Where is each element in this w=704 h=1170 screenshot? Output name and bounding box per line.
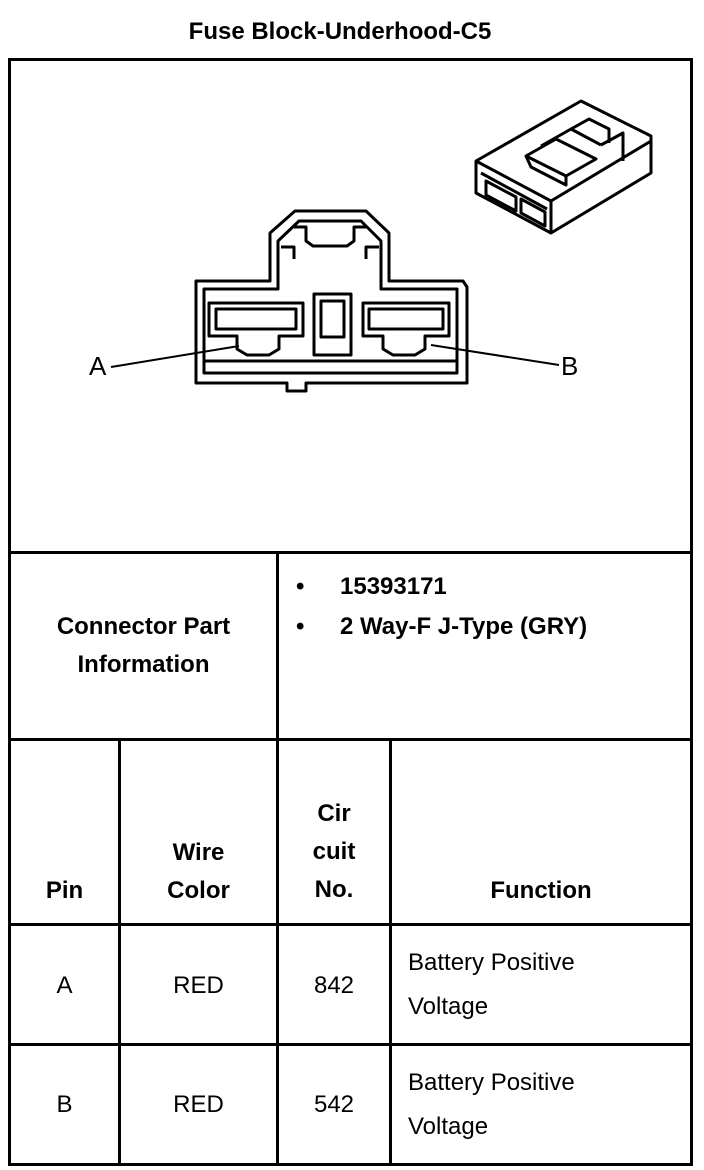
header-circuit: Cir cuit No. [279, 795, 389, 909]
row-a-wire-color: RED [173, 972, 224, 999]
pin-label-b: B [561, 351, 578, 381]
header-pin: Pin [45, 877, 84, 904]
header-circuit-line2: cuit [312, 838, 356, 865]
header-circuit-line1: Cir [317, 800, 351, 827]
bullet-icon: • [296, 573, 305, 600]
column-divider-1 [118, 738, 121, 1163]
table-frame [8, 58, 693, 1166]
connector-3d-view [474, 99, 653, 235]
header-wire-color-line2: Color [167, 877, 230, 904]
column-divider-3 [389, 738, 392, 1163]
row-b-function-line1: Battery Positive [408, 1069, 575, 1096]
connector-info-label-line1: Connector Part [56, 613, 231, 640]
page-title: Fuse Block-Underhood-C5 [188, 18, 492, 45]
row-b-wire-color: RED [173, 1091, 224, 1118]
divider-header [8, 923, 693, 926]
row-b-function-line2: Voltage [408, 1113, 489, 1140]
row-b-pin: B [56, 1091, 73, 1118]
cavity-b [361, 301, 451, 357]
row-a-function-line1: Battery Positive [408, 949, 575, 976]
connector-face-outline [194, 209, 469, 393]
connector-diagram: A B [89, 99, 653, 393]
row-b-circuit: 542 [313, 1091, 355, 1118]
row-a-circuit: 842 [313, 972, 355, 999]
row-a-pin: A [56, 972, 73, 999]
divider-connector-info [8, 738, 693, 741]
row-a-function-line2: Voltage [408, 993, 489, 1020]
connector-info-label-line2: Information [77, 651, 210, 678]
connector-description: •2 Way-F J-Type (GRY) [296, 613, 588, 640]
connector-part-number: •15393171 [296, 573, 447, 600]
header-wire-color: Wire Color [121, 834, 276, 910]
header-circuit-line3: No. [314, 876, 354, 903]
column-divider-2 [276, 551, 279, 1163]
header-function: Function [490, 877, 592, 904]
header-wire-color-line1: Wire [172, 839, 225, 866]
connector-info-label: Connector Part Information [11, 608, 276, 684]
cavity-a [207, 301, 305, 357]
bullet-icon: • [296, 613, 305, 640]
pin-label-a: A [89, 351, 107, 381]
divider-row-a [8, 1043, 693, 1046]
divider-diagram [8, 551, 693, 554]
